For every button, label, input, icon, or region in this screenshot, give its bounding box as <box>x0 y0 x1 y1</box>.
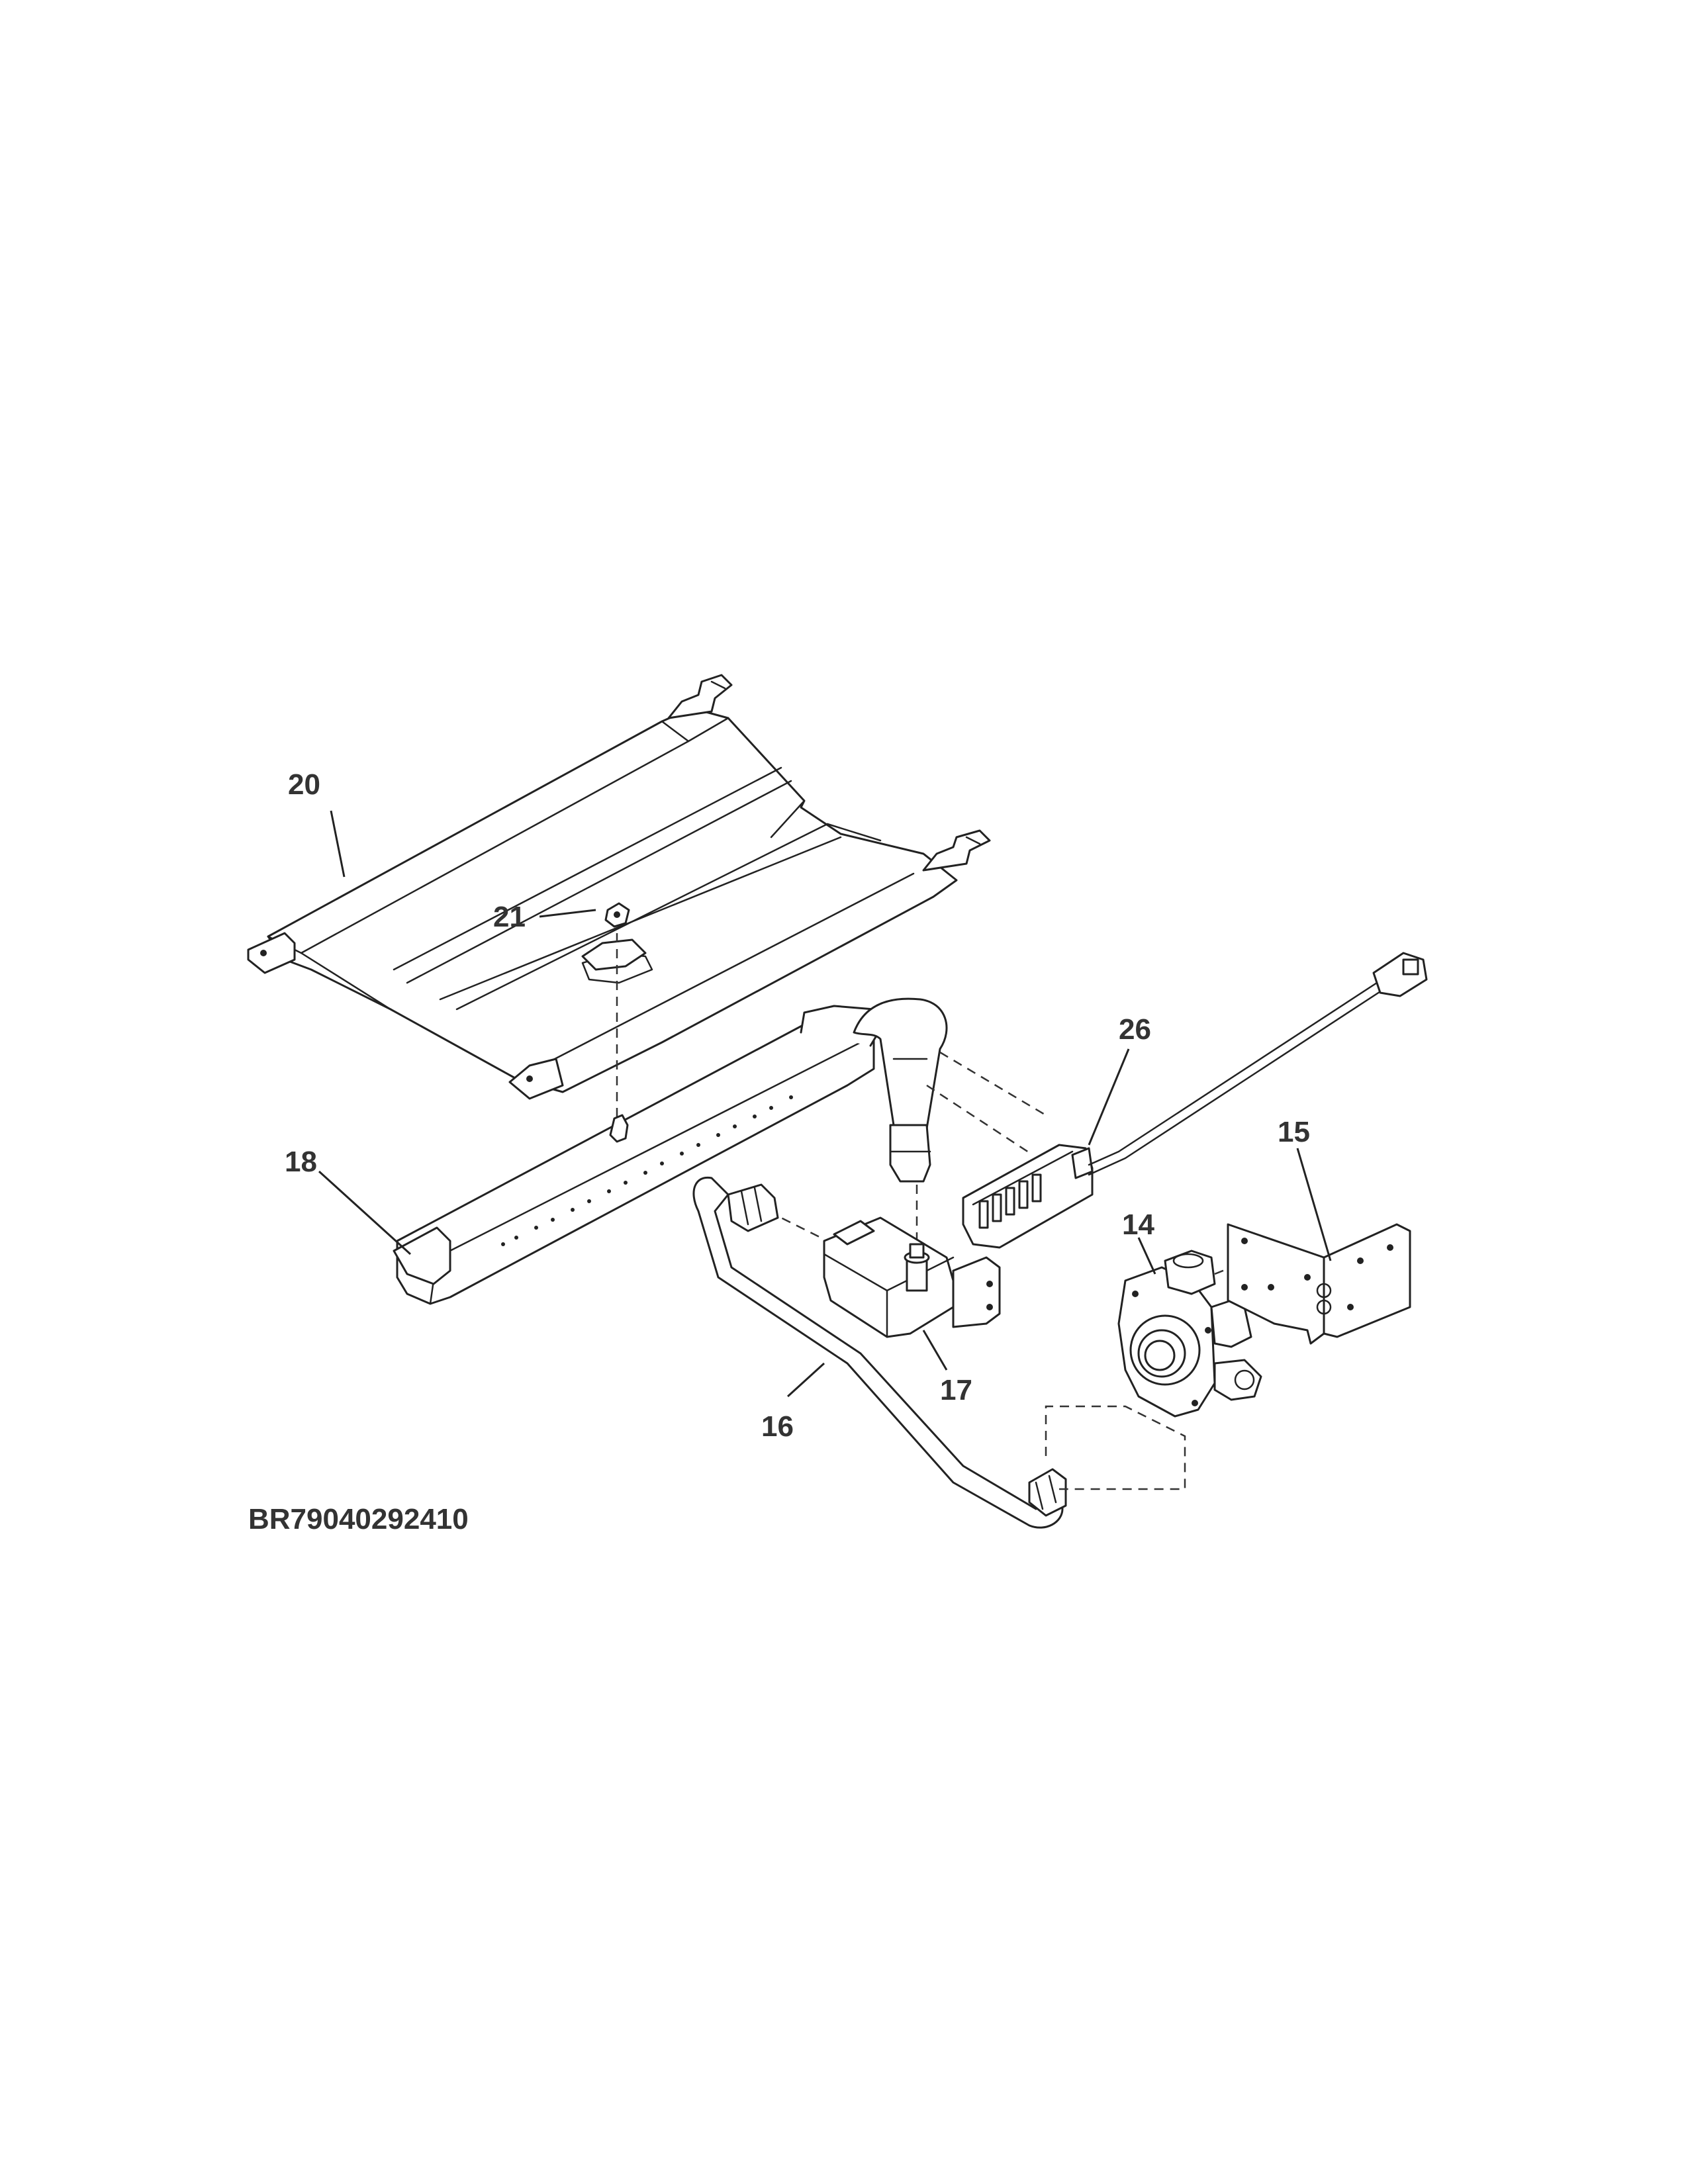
callout-14: 14 <box>1122 1208 1154 1241</box>
part-20-burner-baffle <box>247 674 991 1100</box>
callout-21: 21 <box>493 901 526 933</box>
callout-15: 15 <box>1278 1116 1310 1148</box>
igniter-fins <box>978 1173 1042 1229</box>
callout-16: 16 <box>761 1410 794 1443</box>
part-17-safety-valve <box>823 1216 1001 1371</box>
burner-ports <box>501 1095 793 1246</box>
drawing-code: BR79040292410 <box>248 1503 469 1535</box>
alignment-line <box>767 1210 821 1239</box>
venturi-elbow <box>853 997 948 1183</box>
callout-20: 20 <box>288 768 320 801</box>
part-21-screw <box>539 902 630 928</box>
part-18-burner-tube <box>318 1005 882 1305</box>
alignment-line <box>926 1084 1033 1156</box>
callout-18: 18 <box>285 1146 317 1178</box>
callout-26: 26 <box>1119 1013 1151 1046</box>
part-26-igniter <box>962 952 1428 1249</box>
part-14-regulator <box>1117 1237 1262 1418</box>
callout-labels: 20 21 18 26 15 14 17 16 <box>285 768 1310 1443</box>
alignment-line <box>1045 1405 1186 1490</box>
callout-17: 17 <box>940 1374 972 1406</box>
alignment-line <box>939 1051 1047 1116</box>
part-15-bracket <box>1227 1148 1411 1345</box>
part-16-gas-tube <box>692 1176 1067 1529</box>
